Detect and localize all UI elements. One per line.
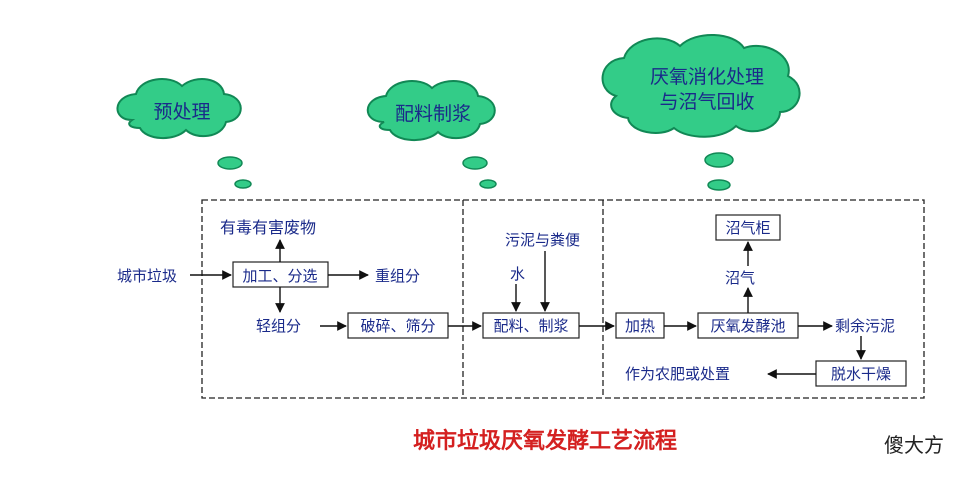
cloud-digestion-line1: 厌氧消化处理 — [650, 66, 764, 88]
label-organic: 有毒有害废物 — [220, 218, 316, 237]
flow-arrows — [190, 239, 866, 379]
box-heat — [615, 312, 665, 339]
cloud-bubble — [234, 179, 252, 189]
cloud-mixing: 配料制浆 — [366, 80, 497, 189]
box-gasholder — [715, 214, 781, 241]
cloud-pretreat: 预处理 — [116, 78, 252, 189]
label-process1: 加工、分选 — [242, 267, 317, 285]
cloud-bubble — [704, 152, 734, 168]
label-input: 城市垃圾 — [117, 267, 177, 285]
label-fertilizer: 作为农肥或处置 — [625, 365, 730, 383]
label-biogas: 沼气 — [725, 269, 755, 287]
label-water: 水 — [510, 265, 525, 283]
cloud-bubble — [707, 179, 731, 191]
label-heavy: 重组分 — [375, 267, 420, 285]
watermark: 傻大方 — [884, 433, 944, 457]
box-mix — [482, 312, 580, 339]
label-digester: 厌氧发酵池 — [710, 317, 785, 335]
label-heat: 加热 — [625, 317, 655, 335]
box-process1 — [232, 261, 329, 288]
label-dewater: 脱水干燥 — [831, 365, 891, 383]
cloud-digestion-line2: 与沼气回收 — [659, 91, 754, 113]
label-crush: 破碎、筛分 — [360, 317, 435, 335]
label-gasholder: 沼气柜 — [725, 219, 770, 237]
label-light: 轻组分 — [256, 317, 301, 335]
process-frame — [201, 199, 925, 399]
cloud-digestion: 厌氧消化处理 与沼气回收 — [601, 33, 801, 191]
cloud-bubble — [479, 179, 497, 189]
cloud-bubble — [462, 156, 488, 170]
label-mix: 配料、制浆 — [493, 317, 568, 335]
diagram-title: 城市垃圾厌氧发酵工艺流程 — [413, 428, 677, 454]
box-dewater — [815, 360, 907, 387]
cloud-mixing-label: 配料制浆 — [395, 103, 471, 125]
cloud-bubble — [217, 156, 243, 170]
cloud-pretreat-label: 预处理 — [153, 101, 210, 123]
label-residual-sludge: 剩余污泥 — [835, 317, 895, 335]
label-sludge-feces: 污泥与粪便 — [505, 231, 580, 249]
